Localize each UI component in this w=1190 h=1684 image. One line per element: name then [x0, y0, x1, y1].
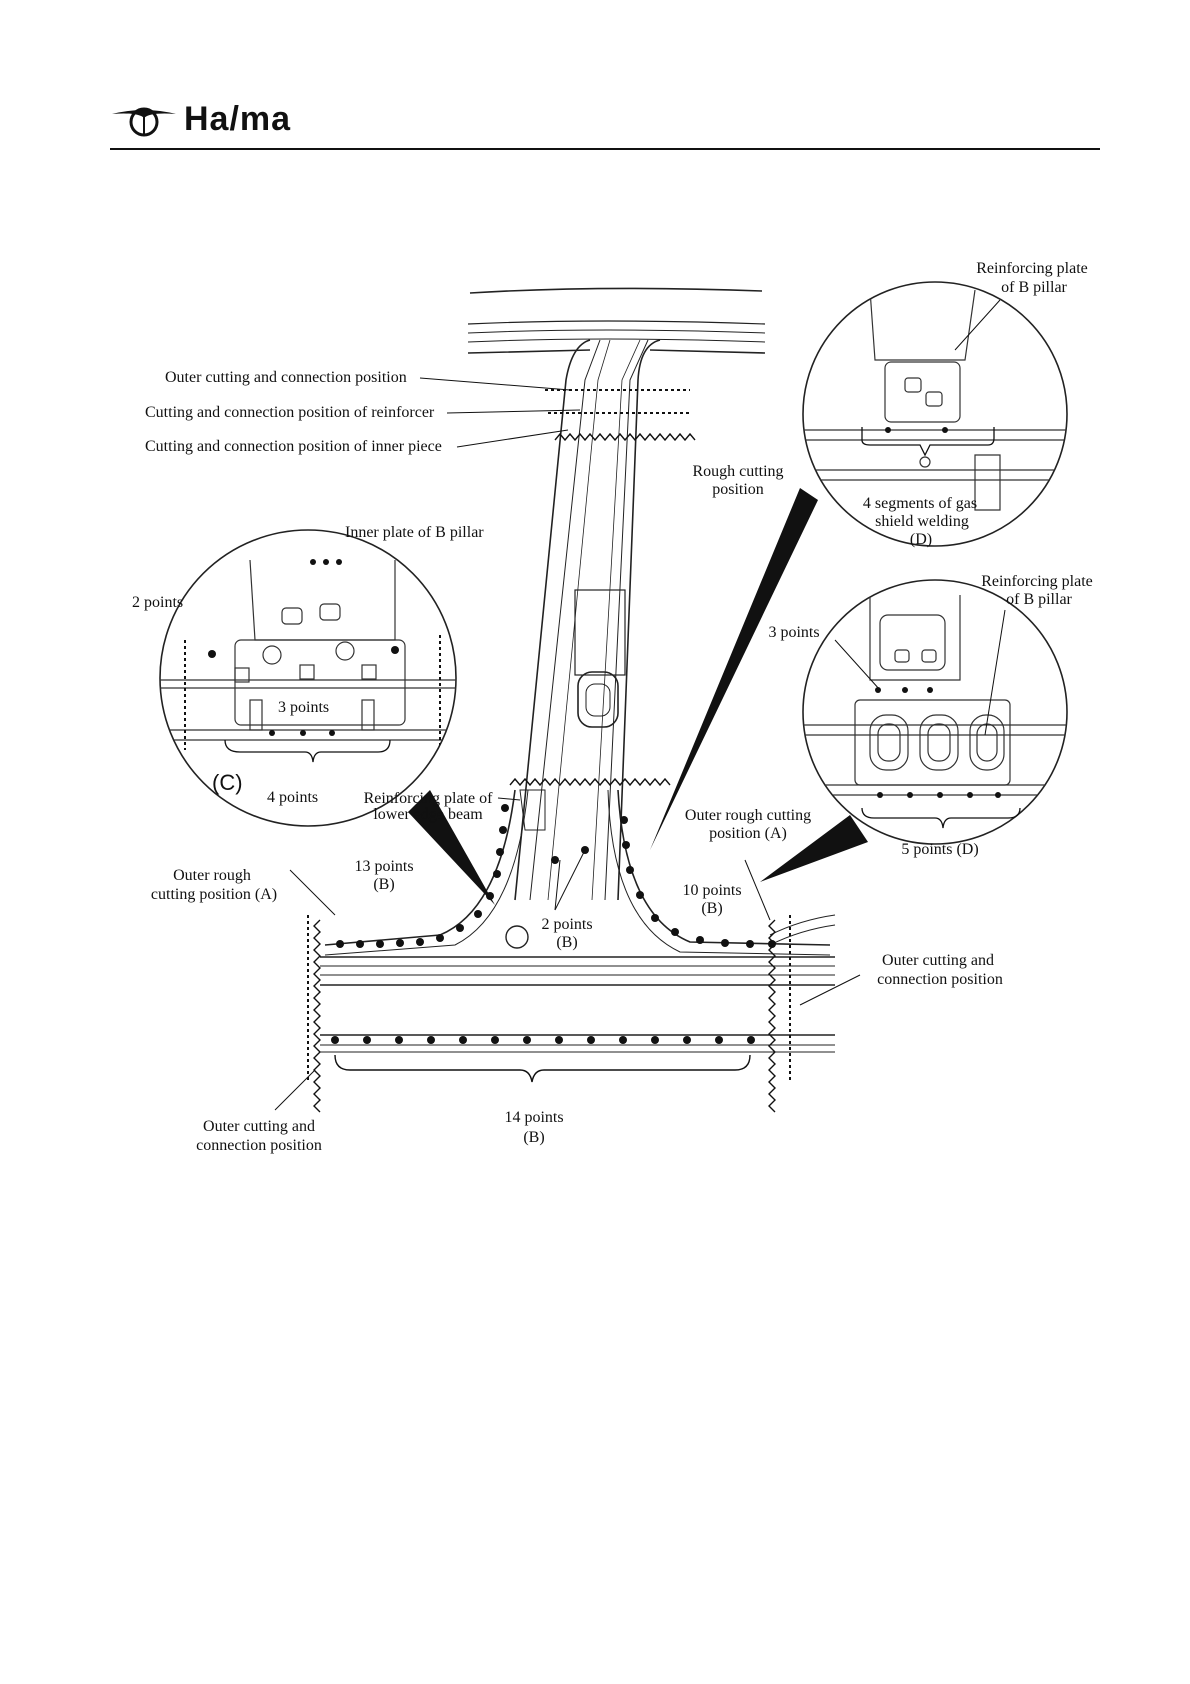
label-reinf-b-mid-2: of B pillar [1006, 591, 1072, 608]
label-outer-cut-right-2: connection position [877, 971, 1003, 988]
label-inner-piece-cut: Cutting and connection position of inner… [145, 438, 442, 455]
brand-name: Ha/ma [184, 100, 292, 138]
label-two-points-b: 2 points [541, 916, 592, 933]
label-outer-cut-left-1: Outer cutting and [203, 1118, 315, 1135]
label-b-2: (B) [556, 934, 577, 951]
label-b-13: (B) [373, 876, 394, 893]
label-reinforcing-lower-1: Reinforcing plate of [364, 790, 494, 807]
label-four-points: 4 points [267, 789, 318, 806]
label-reinf-b-top-2: of B pillar [1001, 279, 1067, 296]
diagram-labels: Outer cutting and connection position Cu… [132, 260, 1093, 1154]
label-rough-cut-1: Rough cutting [692, 463, 783, 480]
page-header: Ha/ma [110, 96, 1100, 154]
label-b-14: (B) [523, 1129, 544, 1146]
label-outer-cut-top: Outer cutting and connection position [165, 369, 407, 386]
label-b-10: (B) [701, 900, 722, 917]
label-gas-2: shield welding [875, 513, 969, 530]
label-five-points: 5 points (D) [901, 841, 978, 858]
label-reinforcer-cut: Cutting and connection position of reinf… [145, 404, 435, 421]
label-ten-points: 10 points [682, 882, 741, 899]
zoom-pointers [408, 488, 868, 905]
label-gas-1: 4 segments of gas [863, 495, 977, 512]
label-gas-3: (D) [910, 531, 932, 548]
detail-circle-reinforcing [802, 579, 1068, 845]
label-reinf-b-top-1: Reinforcing plate [976, 260, 1088, 277]
detail-circle-c [159, 529, 457, 827]
label-fourteen-points: 14 points [504, 1109, 563, 1126]
label-inner-plate-b: Inner plate of B pillar [345, 524, 484, 541]
label-c-marker: (C) [212, 770, 243, 795]
b-pillar-structure [320, 287, 836, 1053]
label-reinf-b-mid-1: Reinforcing plate [981, 573, 1093, 590]
label-outer-rough-left-1: Outer rough [173, 867, 251, 884]
header-rule [110, 148, 1100, 150]
label-outer-rough-mid-2: position (A) [709, 825, 787, 842]
brace-marks [334, 1054, 751, 1083]
label-outer-cut-left-2: connection position [196, 1137, 322, 1154]
leader-line-reinf-top [954, 299, 1001, 351]
label-outer-cut-right-1: Outer cutting and [882, 952, 994, 969]
label-reinforcing-lower-2: lower edge beam [373, 806, 483, 823]
label-outer-rough-left-2: cutting position (A) [151, 886, 277, 903]
label-two-points: 2 points [132, 594, 183, 611]
detail-circle-gas-weld [802, 281, 1068, 547]
weld-points [331, 804, 776, 1044]
label-rough-cut-2: position [712, 481, 764, 498]
label-three-points-c: 3 points [278, 699, 329, 716]
brand-logo: Ha/ma [110, 96, 290, 145]
label-three-points-r: 3 points [768, 624, 819, 641]
haima-wing-logo-icon [112, 107, 176, 137]
label-thirteen-points: 13 points [354, 858, 413, 875]
label-outer-rough-mid-1: Outer rough cutting [685, 807, 811, 824]
